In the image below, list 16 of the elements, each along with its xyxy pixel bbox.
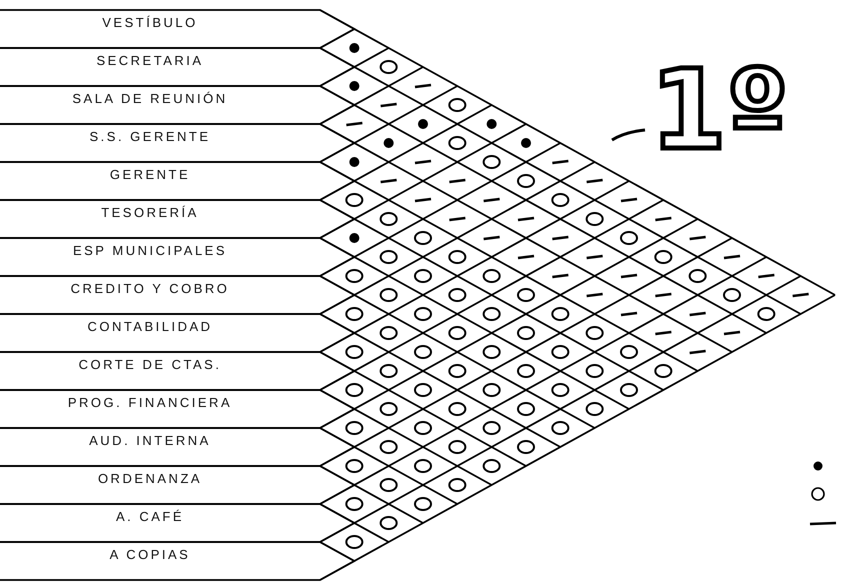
room-name: SALA DE REUNIÓN <box>71 91 229 107</box>
room-name: CREDITO Y COBRO <box>70 281 230 297</box>
room-name: VESTÍBULO <box>101 15 199 31</box>
room-name: S.S. GERENTE <box>88 129 212 145</box>
room-name: ORDENANZA <box>96 471 204 487</box>
room-name: CORTE DE CTAS. <box>78 357 222 373</box>
room-name: TESORERÍA <box>100 205 200 221</box>
room-name: A COPIAS <box>108 547 192 563</box>
room-name: A. CAFÉ <box>114 509 186 525</box>
room-name: PROG. FINANCIERA <box>66 395 234 411</box>
sheet-number: 1º <box>650 55 789 165</box>
room-name: AUD. INTERNA <box>88 433 212 449</box>
room-name: SECRETARIA <box>95 53 205 69</box>
room-name: CONTABILIDAD <box>86 319 214 335</box>
room-name: ESP MUNICIPALES <box>72 243 228 259</box>
room-name: GERENTE <box>108 167 192 183</box>
